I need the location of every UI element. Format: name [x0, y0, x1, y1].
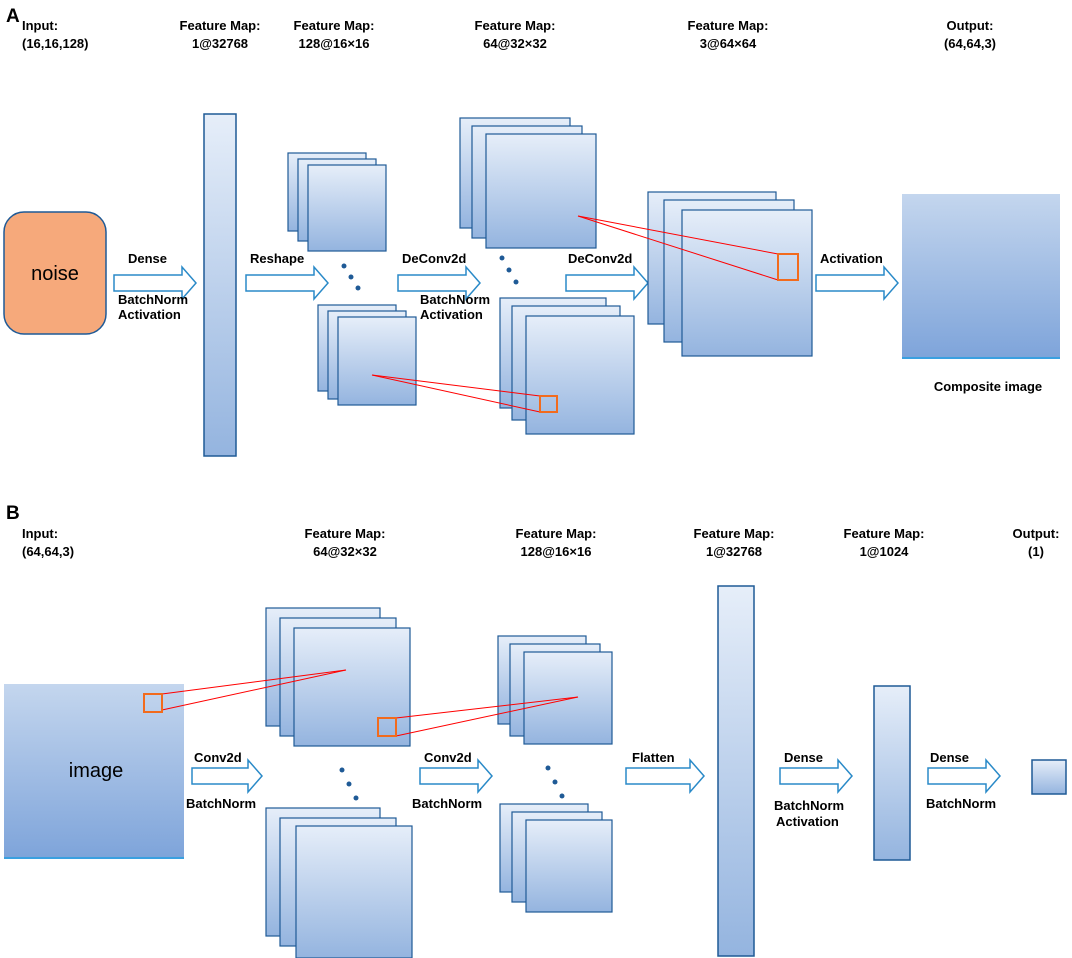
- b-fm3-title: Feature Map:: [694, 526, 775, 541]
- arrow-reshape: [245, 265, 329, 301]
- arrow-deconv-a1: [397, 265, 481, 301]
- a-fm4-value: 3@64×64: [700, 36, 757, 51]
- op-conv-b1: Conv2d: [194, 750, 242, 765]
- stack-ellipsis-b1: [339, 767, 359, 801]
- arrow-dense-b2: [927, 758, 1001, 794]
- a-fm2-value: 128@16×16: [299, 36, 370, 51]
- arrow-dense-a: [113, 265, 197, 301]
- b-input-value: (64,64,3): [22, 544, 74, 559]
- kernel-box-b1: [143, 693, 163, 713]
- arrow-conv-b1: [191, 758, 263, 794]
- kernel-box-a2: [777, 253, 799, 281]
- a-fm2-title: Feature Map:: [294, 18, 375, 33]
- b-fm1-title: Feature Map:: [305, 526, 386, 541]
- stack-ellipsis-a2: [499, 255, 519, 285]
- op-deconv-a1: DeConv2d: [402, 251, 466, 266]
- op-reshape: Reshape: [250, 251, 304, 266]
- b-output-value: (1): [1028, 544, 1044, 559]
- b-fm1-value: 64@32×32: [313, 544, 377, 559]
- a-output-value: (64,64,3): [944, 36, 996, 51]
- op-dense-b1: Dense: [784, 750, 823, 765]
- a-fm3-value: 64@32×32: [483, 36, 547, 51]
- a-input-title: Input:: [22, 18, 58, 33]
- a-fm3-title: Feature Map:: [475, 18, 556, 33]
- vector-32768-a: [203, 113, 237, 457]
- stack-128-a-top: [287, 152, 387, 252]
- stack-128-b-bottom: [499, 803, 613, 913]
- op-batchnorm-a1: BatchNorm: [118, 292, 188, 307]
- noise-box: [3, 211, 107, 335]
- composite-image-label: Composite image: [934, 379, 1042, 394]
- op-dense-b2: Dense: [930, 750, 969, 765]
- a-input-value: (16,16,128): [22, 36, 89, 51]
- a-output-title: Output:: [947, 18, 994, 33]
- stack-64-a-top: [459, 117, 597, 249]
- b-fm2-title: Feature Map:: [516, 526, 597, 541]
- arrow-deconv-a2: [565, 265, 649, 301]
- b-output-title: Output:: [1013, 526, 1060, 541]
- a-fm1-value: 1@32768: [192, 36, 248, 51]
- b-fm4-title: Feature Map:: [844, 526, 925, 541]
- panel-b-headers: Input: (64,64,3) Feature Map: 64@32×32 F…: [22, 526, 1059, 559]
- panel-a-letter: A: [6, 6, 20, 27]
- stack-64-b-top: [265, 607, 411, 747]
- a-fm4-title: Feature Map:: [688, 18, 769, 33]
- output-unit: [1031, 759, 1067, 795]
- arrow-flatten: [625, 758, 705, 794]
- op-activation-a1: Activation: [118, 307, 181, 322]
- stack-128-b-top: [497, 635, 613, 745]
- op-batchnorm-b3: BatchNorm: [774, 798, 844, 813]
- arrow-activation-a: [815, 265, 899, 301]
- b-fm4-value: 1@1024: [860, 544, 910, 559]
- op-conv-b2: Conv2d: [424, 750, 472, 765]
- op-deconv-a2: DeConv2d: [568, 251, 632, 266]
- arrow-dense-b1: [779, 758, 853, 794]
- stack-128-a-bottom: [317, 304, 417, 406]
- op-batchnorm-b1: BatchNorm: [186, 796, 256, 811]
- op-flatten: Flatten: [632, 750, 675, 765]
- op-batchnorm-b2: BatchNorm: [412, 796, 482, 811]
- vector-1024: [873, 685, 911, 861]
- vector-32768-b: [717, 585, 755, 957]
- b-fm3-value: 1@32768: [706, 544, 762, 559]
- stack-ellipsis-a1: [341, 263, 361, 291]
- op-activation-a3: Activation: [820, 251, 883, 266]
- kernel-box-a1: [539, 395, 558, 413]
- panel-a-headers: Input: (16,16,128) Feature Map: 1@32768 …: [22, 18, 996, 51]
- input-image-label: image: [69, 760, 123, 782]
- op-dense-a: Dense: [128, 251, 167, 266]
- b-fm2-value: 128@16×16: [521, 544, 592, 559]
- noise-label: noise: [31, 263, 79, 285]
- composite-image: [902, 194, 1060, 358]
- op-batchnorm-b4: BatchNorm: [926, 796, 996, 811]
- op-activation-b3: Activation: [776, 814, 839, 829]
- a-fm1-title: Feature Map:: [180, 18, 261, 33]
- stack-64-b-bottom: [265, 807, 413, 958]
- kernel-box-b2: [377, 717, 397, 737]
- stack-3-a: [647, 191, 813, 357]
- op-activation-a2: Activation: [420, 307, 483, 322]
- stack-64-a-bottom: [499, 297, 635, 435]
- stack-ellipsis-b2: [545, 765, 565, 799]
- arrow-conv-b2: [419, 758, 493, 794]
- op-batchnorm-a2: BatchNorm: [420, 292, 490, 307]
- b-input-title: Input:: [22, 526, 58, 541]
- panel-b-letter: B: [6, 503, 20, 524]
